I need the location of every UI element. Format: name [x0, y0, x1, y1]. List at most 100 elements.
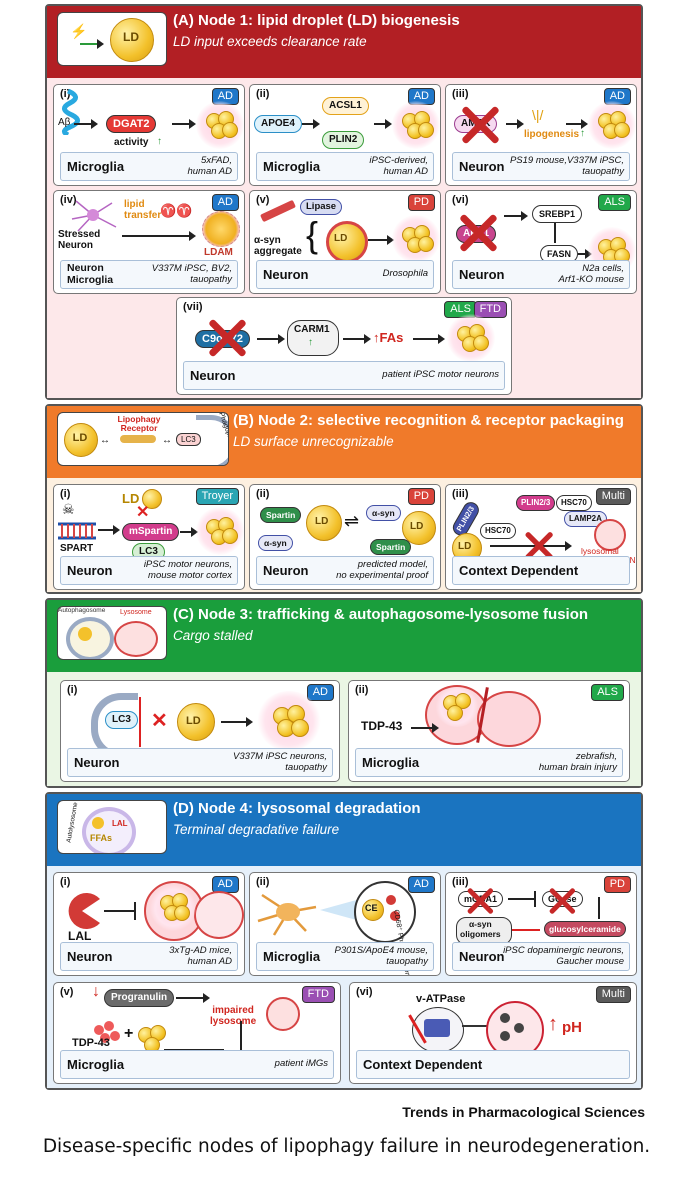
dna-icon — [58, 522, 96, 540]
autolysosome-label: Autolysosome — [65, 801, 80, 844]
cell-type: Microglia — [67, 1057, 125, 1072]
model-label: V337M iPSC, BV2, tauopathy — [151, 263, 232, 285]
inhibition-bar — [534, 891, 536, 907]
panel-number: (iii) — [452, 88, 469, 100]
model-label: N2a cells, Arf1-KO mouse — [558, 263, 624, 285]
stressed-neuron-icon — [71, 200, 117, 232]
bind-arrow-icon-2: ↔ — [162, 435, 172, 446]
ffa-label: FFAs — [90, 833, 113, 843]
ld-cluster-icon — [196, 101, 244, 149]
panel-number: (iii) — [452, 876, 469, 888]
cargo-dot-icon — [500, 1013, 510, 1023]
disease-badge: AD — [407, 88, 435, 105]
panel-a-vi: (vi) ALS ARF1 SREBP1 FASN Neuron N2a cel… — [445, 190, 637, 294]
disease-badge: PD — [603, 876, 631, 893]
abeta-label: Aβ — [58, 117, 71, 128]
model-label: iPSC dopaminergic neurons, Gaucher mouse — [503, 945, 624, 967]
section-a-subtitle: LD input exceeds clearance rate — [173, 34, 367, 49]
panel-number: (ii) — [355, 684, 369, 696]
panel-number: (iii) — [452, 488, 469, 500]
cargo-dot-icon-3 — [500, 1031, 510, 1041]
lipid-droplet-icon — [326, 221, 368, 263]
panel-c-ii: (ii) ALS TDP-43 Microglia zebrafish, hum… — [348, 680, 630, 782]
gcase-link — [598, 897, 600, 919]
panel-a-iii: (iii) AD AMPK \|/ lipogenesis ↑ Neuron P… — [445, 84, 637, 186]
zoom-link — [462, 1025, 488, 1027]
autolysosome-ring-icon — [82, 807, 136, 853]
disease-badge: AD — [211, 194, 239, 211]
section-b-header: LD ↔ Lipophagy Receptor ↔ LC3 Phagophore… — [47, 406, 641, 478]
panel-number: (ii) — [256, 876, 270, 888]
cell-type: Neuron — [459, 949, 505, 964]
mspartin-pill: mSpartin — [122, 523, 180, 541]
panel-a-vii: (vii) ALS FTD C9orf72 CARM1 ↑ ↑FAs Neuro… — [176, 297, 512, 395]
panel-footer: Neuron iPSC motor neurons, mouse motor c… — [60, 556, 238, 585]
acsl1-pill: ACSL1 — [322, 97, 369, 115]
model-label: PS19 mouse,V337M iPSC, tauopathy — [509, 155, 624, 177]
ce-label: CE — [365, 903, 378, 913]
model-label: iPSC-derived, human AD — [369, 155, 428, 177]
enzyme-dot-icon — [386, 895, 396, 905]
disease-badge: PD — [407, 194, 435, 211]
receptor-icon — [120, 435, 156, 443]
lal-label: LAL — [112, 819, 128, 828]
cell-type: Neuron — [67, 949, 113, 964]
panel-b-ii: (ii) PD Spartin α-syn LD ⇌ α-syn LD Spar… — [249, 484, 441, 590]
disease-badge: FTD — [301, 986, 335, 1003]
section-d-subtitle: Terminal degradative failure — [173, 822, 340, 837]
panel-number: (i) — [67, 684, 78, 696]
lipid-icon — [92, 817, 104, 829]
cell-type: Microglia — [263, 159, 321, 174]
asyn-bound-pill: α-syn — [366, 505, 401, 521]
ce-droplet-icon — [362, 899, 384, 921]
panel-number: (ii) — [256, 488, 270, 500]
section-c-header: Autophagosome Lysosome (C) Node 3: traff… — [47, 600, 641, 672]
panel-footer: Microglia 5xFAD, human AD — [60, 152, 238, 181]
lipid-droplet-icon — [306, 505, 342, 541]
panel-number: (i) — [60, 876, 71, 888]
panel-number: (v) — [60, 986, 74, 998]
model-label: zebrafish, human brain injury — [538, 751, 617, 773]
panel-footer: Neuron Drosophila — [256, 260, 434, 289]
lipid-sprout-icon: \|/ — [532, 107, 544, 123]
model-label: iPSC motor neurons, mouse motor cortex — [143, 559, 232, 581]
ld-label: LD — [334, 233, 348, 244]
inhibition-cross-icon — [458, 213, 498, 253]
lysosome-icon — [477, 691, 541, 747]
panel-footer: Context Dependent — [356, 1050, 630, 1079]
disease-badge: PD — [407, 488, 435, 505]
section-b-subtitle: LD surface unrecognizable — [233, 434, 394, 449]
inhibition-bar — [134, 902, 136, 920]
microglia-cell-icon — [257, 893, 317, 936]
inhibition-cross-icon-2 — [548, 887, 576, 915]
figure-caption: Disease-specific nodes of lipophagy fail… — [42, 1136, 651, 1157]
ld-cluster-icon — [447, 314, 495, 362]
srebp1-fasn-link — [554, 223, 556, 243]
ldam-label: LDAM — [204, 247, 233, 258]
vatpase-pump-icon — [424, 1019, 450, 1037]
cell-type: Neuron — [459, 159, 505, 174]
spart-label: SPART — [60, 543, 94, 554]
ld-cluster-icon — [196, 507, 244, 555]
autolysosome-icon: LAL FFAs Autolysosome — [57, 800, 167, 854]
panel-c-i: (i) AD LC3 ✕ LD Neuron V337M iPSC neuron… — [60, 680, 340, 782]
lysosome-label: Lysosome — [120, 609, 152, 616]
panel-footer: Neuron predicted model, no experimental … — [256, 556, 434, 585]
panel-footer: Neuron V337M iPSC neurons, tauopathy — [67, 748, 333, 777]
cell-type: Neuron — [67, 563, 113, 578]
ld-label: LD — [315, 516, 329, 527]
panel-a-ii: (ii) AD APOE4 ACSL1 PLIN2 Microglia iPSC… — [249, 84, 441, 186]
ldam-cell-icon — [202, 211, 240, 247]
section-b-title: (B) Node 2: selective recognition & rece… — [233, 412, 624, 429]
autophagosome-lysosome-icon: Autophagosome Lysosome — [57, 606, 167, 660]
lipid-transfer-label: lipid transfer — [124, 199, 162, 221]
panel-a-v: (v) PD Lipase α-syn aggregate { LD Neuro… — [249, 190, 441, 294]
inhibition-cross-icon — [460, 105, 500, 145]
panel-footer: Neuron 3xTg-AD mice, human AD — [60, 942, 238, 971]
brace-icon: { — [306, 214, 319, 255]
panel-a-iv: (iv) AD Stressed Neuron lipid transfer ♈… — [53, 190, 245, 294]
panel-d-v: (v) FTD ↓ Progranulin impaired lysosome … — [53, 982, 341, 1084]
cell-type: Neuron — [263, 563, 309, 578]
panel-footer: Microglia iPSC-derived, human AD — [256, 152, 434, 181]
ld-cluster-icon — [150, 885, 196, 931]
